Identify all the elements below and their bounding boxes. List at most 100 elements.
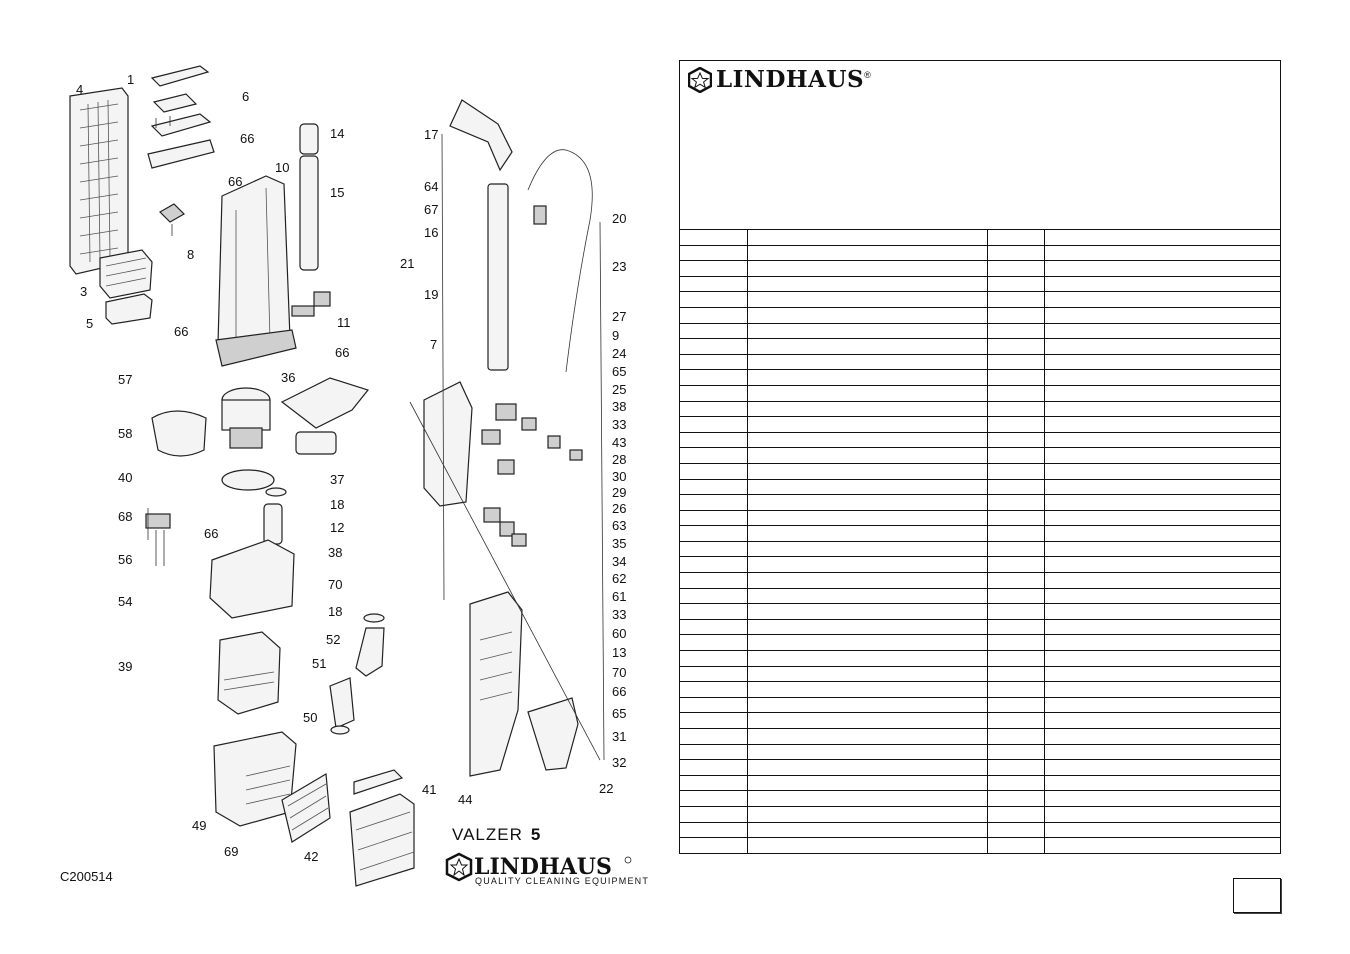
table-cell (746, 728, 988, 745)
callout-labels: 1 4 6 66 14 15 17 10 66 64 67 16 20 21 8… (76, 72, 626, 864)
table-row (680, 728, 1280, 745)
table-cell (1043, 322, 1280, 340)
table-cell (1043, 291, 1280, 308)
lower-container (213, 731, 331, 843)
top-cover-parts (147, 65, 215, 169)
table-cell (746, 790, 988, 807)
table-cell (986, 821, 1045, 839)
table-row (680, 743, 1280, 761)
callout-9: 9 (612, 328, 619, 343)
callout-41: 41 (422, 782, 436, 797)
callout-21: 21 (400, 256, 414, 271)
switch-components (481, 403, 583, 547)
callout-8: 8 (187, 247, 194, 262)
table-cell (746, 244, 988, 262)
callout-66: 66 (204, 526, 218, 541)
table-cell (1043, 230, 1280, 246)
panel-header: LINDHAUS ® (680, 61, 1280, 230)
table-cell (746, 322, 988, 340)
table-cell (746, 759, 988, 776)
callout-3: 3 (80, 284, 87, 299)
callout-30: 30 (612, 469, 626, 484)
table-cell (986, 462, 1045, 480)
table-cell (680, 384, 748, 402)
ring-seal (221, 469, 275, 491)
callout-23: 23 (612, 259, 626, 274)
table-cell (680, 743, 748, 761)
table-cell (680, 416, 748, 433)
table-cell (1043, 353, 1280, 371)
callout-1: 1 (127, 72, 134, 87)
table-row (680, 244, 1280, 262)
callout-6: 6 (242, 89, 249, 104)
callout-69: 69 (224, 844, 238, 859)
callout-29: 29 (612, 485, 626, 500)
table-cell (746, 665, 988, 683)
table-row (680, 275, 1280, 293)
table-cell (986, 618, 1045, 636)
table-row (680, 790, 1280, 807)
table-cell (1043, 494, 1280, 511)
table-cell (986, 275, 1045, 293)
table-row (680, 525, 1280, 542)
table-cell (986, 603, 1045, 620)
table-cell (680, 447, 748, 464)
table-cell (746, 650, 988, 667)
cord-hook (145, 508, 171, 566)
callout-51: 51 (312, 656, 326, 671)
table-cell (1043, 275, 1280, 293)
motor-sleeve (151, 410, 207, 457)
table-row (680, 821, 1280, 839)
table-cell (680, 306, 748, 324)
parts-table-body (680, 230, 1280, 853)
callout-64: 64 (424, 179, 438, 194)
table-cell (1043, 790, 1280, 807)
brand-logo-bottom: LINDHAUS QUALITY CLEANING EQUIPMENT (445, 852, 649, 886)
table-cell (746, 338, 988, 355)
table-cell (1043, 369, 1280, 386)
callout-40: 40 (118, 470, 132, 485)
table-cell (680, 509, 748, 527)
callout-28: 28 (612, 452, 626, 467)
callout-62: 62 (612, 571, 626, 586)
table-cell (680, 260, 748, 277)
brand-tagline: QUALITY CLEANING EQUIPMENT (475, 876, 649, 886)
table-cell (680, 712, 748, 729)
table-cell (986, 416, 1045, 433)
table-cell (680, 462, 748, 480)
table-cell (986, 369, 1045, 386)
callout-14: 14 (330, 126, 344, 141)
callout-65: 65 (612, 364, 626, 379)
upper-housing (215, 175, 297, 367)
power-cord (527, 149, 593, 373)
table-cell (746, 696, 988, 714)
table-cell (746, 416, 988, 433)
table-row (680, 618, 1280, 636)
table-cell (680, 759, 748, 776)
table-cell (680, 275, 748, 293)
table-row (680, 509, 1280, 527)
table-cell (986, 696, 1045, 714)
table-cell (986, 587, 1045, 605)
table-row (680, 774, 1280, 792)
callout-44: 44 (458, 792, 472, 807)
table-cell (680, 696, 748, 714)
callout-33: 33 (612, 417, 626, 432)
table-cell (680, 353, 748, 371)
callout-38: 38 (612, 399, 626, 414)
table-cell (986, 525, 1045, 542)
callout-16: 16 (424, 225, 438, 240)
callout-25: 25 (612, 382, 626, 397)
table-cell (680, 291, 748, 308)
table-cell (986, 384, 1045, 402)
table-cell (1043, 509, 1280, 527)
table-cell (1043, 759, 1280, 776)
table-cell (680, 525, 748, 542)
exploded-parts-diagram: 1 4 6 66 14 15 17 10 66 64 67 16 20 21 8… (60, 65, 649, 887)
table-cell (1043, 603, 1280, 620)
table-cell (986, 743, 1045, 761)
table-row (680, 369, 1280, 386)
callout-13: 13 (612, 645, 626, 660)
backplate (423, 381, 473, 507)
table-cell (986, 728, 1045, 745)
